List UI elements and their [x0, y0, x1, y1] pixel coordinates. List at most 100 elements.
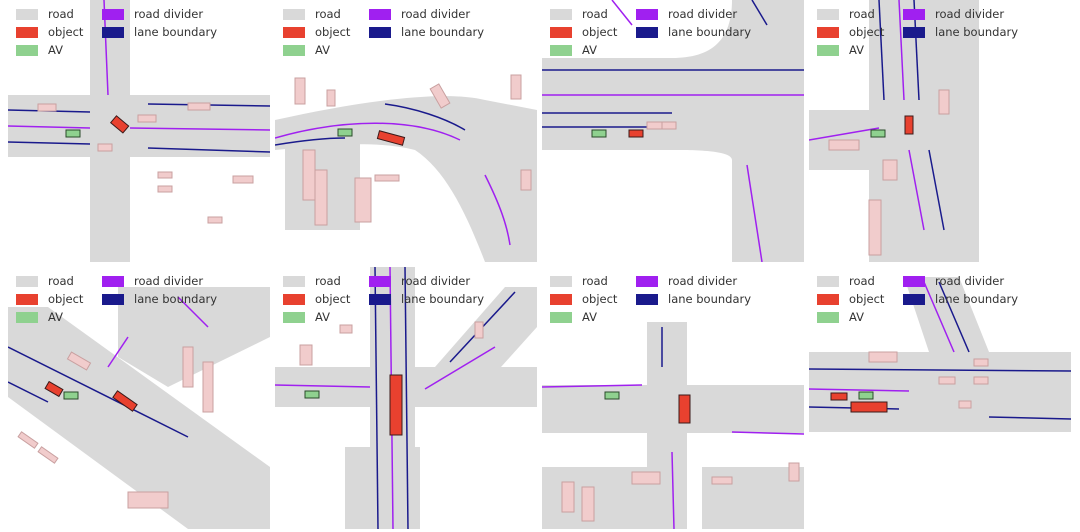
av-box	[63, 391, 79, 400]
av-box	[858, 391, 874, 400]
legend-item-road: road	[16, 6, 74, 22]
legend-item-road: road	[283, 273, 341, 289]
legend-label: object	[315, 25, 351, 39]
ghost-object-box	[788, 462, 800, 482]
legend-item-lane-boundary: lane boundary	[636, 291, 751, 307]
object-swatch	[550, 26, 572, 38]
road-divider-line	[177, 296, 209, 328]
ghost-object-box	[661, 121, 677, 130]
legend-label: road	[48, 274, 74, 288]
road-divider-line	[611, 0, 633, 26]
road-divider-swatch	[369, 8, 391, 20]
object-box	[830, 392, 848, 401]
ghost-object-box	[326, 89, 336, 107]
legend-item-object: object	[817, 291, 884, 307]
map-legend: road object AV road divider lane boundar…	[550, 273, 800, 327]
ghost-object-box	[631, 471, 661, 485]
legend-label: road divider	[935, 274, 1005, 288]
road-swatch	[550, 275, 572, 287]
map-panel-5: road object AV road divider lane boundar…	[8, 267, 270, 529]
legend-item-object: object	[16, 291, 83, 307]
lane-boundary-swatch	[369, 293, 391, 305]
legend-label: lane boundary	[668, 25, 752, 39]
legend-label: AV	[849, 43, 864, 57]
ghost-object-box	[520, 169, 532, 191]
legend-label: road	[582, 7, 608, 21]
lane-boundary-line	[8, 381, 49, 403]
legend-label: lane boundary	[401, 292, 485, 306]
road-area	[118, 287, 270, 387]
road-divider-swatch	[102, 8, 124, 20]
legend-label: road	[849, 7, 875, 21]
lane-boundary-line	[147, 147, 270, 153]
ghost-object-box	[137, 114, 157, 123]
road-area	[435, 287, 537, 407]
road-divider-swatch	[636, 275, 658, 287]
legend-label: object	[48, 25, 84, 39]
lane-boundary-line	[404, 267, 409, 529]
legend-item-lane-boundary: lane boundary	[102, 24, 217, 40]
ghost-object-box	[157, 185, 173, 193]
legend-item-road-divider: road divider	[369, 6, 470, 22]
lane-boundary-swatch	[102, 26, 124, 38]
legend-label: lane boundary	[935, 25, 1019, 39]
road-swatch	[550, 8, 572, 20]
road-divider-line	[923, 281, 955, 353]
legend-label: road divider	[401, 274, 471, 288]
legend-label: lane boundary	[134, 25, 218, 39]
object-box	[904, 115, 914, 135]
legend-item-object: object	[550, 291, 617, 307]
ghost-object-box	[37, 446, 59, 464]
legend-item-road-divider: road divider	[903, 6, 1004, 22]
legend-label: AV	[582, 310, 597, 324]
legend-label: AV	[315, 43, 330, 57]
legend-item-road: road	[817, 273, 875, 289]
legend-item-lane-boundary: lane boundary	[369, 291, 484, 307]
legend-item-road-divider: road divider	[636, 273, 737, 289]
av-box	[870, 129, 886, 138]
object-swatch	[817, 26, 839, 38]
lane-boundary-swatch	[903, 293, 925, 305]
ghost-object-box	[17, 431, 39, 449]
map-legend: road object AV road divider lane boundar…	[817, 273, 1067, 327]
road-divider-line	[746, 164, 763, 262]
av-box	[65, 129, 81, 138]
map-panel-7: road object AV road divider lane boundar…	[542, 267, 804, 529]
av-swatch	[16, 44, 38, 56]
av-swatch	[817, 44, 839, 56]
legend-item-object: object	[283, 24, 350, 40]
road-divider-swatch	[903, 275, 925, 287]
bev-map-8	[809, 277, 1071, 432]
legend-label: road	[48, 7, 74, 21]
ghost-object-box	[354, 177, 372, 223]
legend-label: object	[48, 292, 84, 306]
road-swatch	[283, 8, 305, 20]
legend-item-lane-boundary: lane boundary	[369, 24, 484, 40]
av-swatch	[283, 311, 305, 323]
lane-boundary-line	[8, 346, 189, 438]
road-divider-line	[898, 0, 905, 101]
road-divider-line	[107, 336, 129, 368]
ghost-object-box	[882, 159, 898, 181]
av-box	[337, 128, 353, 137]
av-swatch	[550, 311, 572, 323]
map-panel-1: road object AV road divider lane boundar…	[8, 0, 270, 262]
legend-item-road: road	[550, 6, 608, 22]
bev-map-7	[542, 322, 804, 529]
legend-label: object	[315, 292, 351, 306]
road-divider-line	[671, 451, 675, 529]
map-legend: road object AV road divider lane boundar…	[283, 273, 533, 327]
object-swatch	[283, 26, 305, 38]
lane-boundary-line	[275, 137, 346, 146]
road-divider-line	[275, 384, 371, 388]
legend-item-av: AV	[550, 309, 597, 325]
ghost-object-box	[127, 491, 169, 509]
legend-item-road: road	[550, 273, 608, 289]
ghost-object-box	[294, 77, 306, 105]
ghost-object-box	[232, 175, 254, 184]
ghost-object-box	[868, 351, 898, 363]
legend-item-object: object	[283, 291, 350, 307]
map-panel-6: road object AV road divider lane boundar…	[275, 267, 537, 529]
road-divider-line	[542, 384, 643, 388]
map-legend: road object AV road divider lane boundar…	[16, 273, 266, 327]
